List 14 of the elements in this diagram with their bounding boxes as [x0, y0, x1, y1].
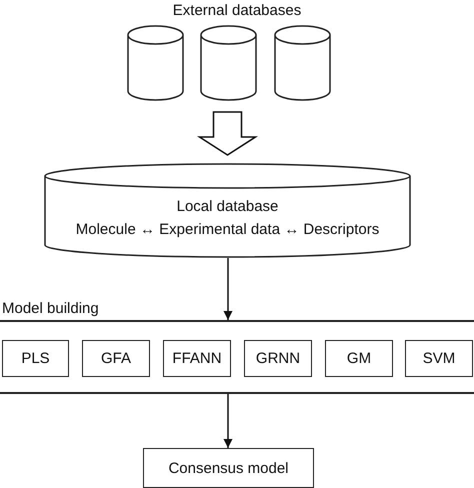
arrow [224, 394, 232, 448]
relation-text: Molecule ↔ Experimental data ↔ Descriptors [74, 221, 380, 238]
group-heading: External databases [172, 2, 302, 19]
method-box: FFANN [163, 340, 231, 377]
band-heading: Model building [2, 300, 99, 317]
block-arrow [196, 111, 258, 156]
method-box: GM [325, 340, 393, 377]
result-box: Consensus model [143, 448, 314, 488]
database-title: Local database [176, 198, 280, 215]
method-box: GFA [82, 340, 150, 377]
method-box: SVM [405, 340, 473, 377]
method-box: PLS [2, 340, 69, 377]
method-box: GRNN [244, 340, 312, 377]
arrow [224, 258, 232, 320]
